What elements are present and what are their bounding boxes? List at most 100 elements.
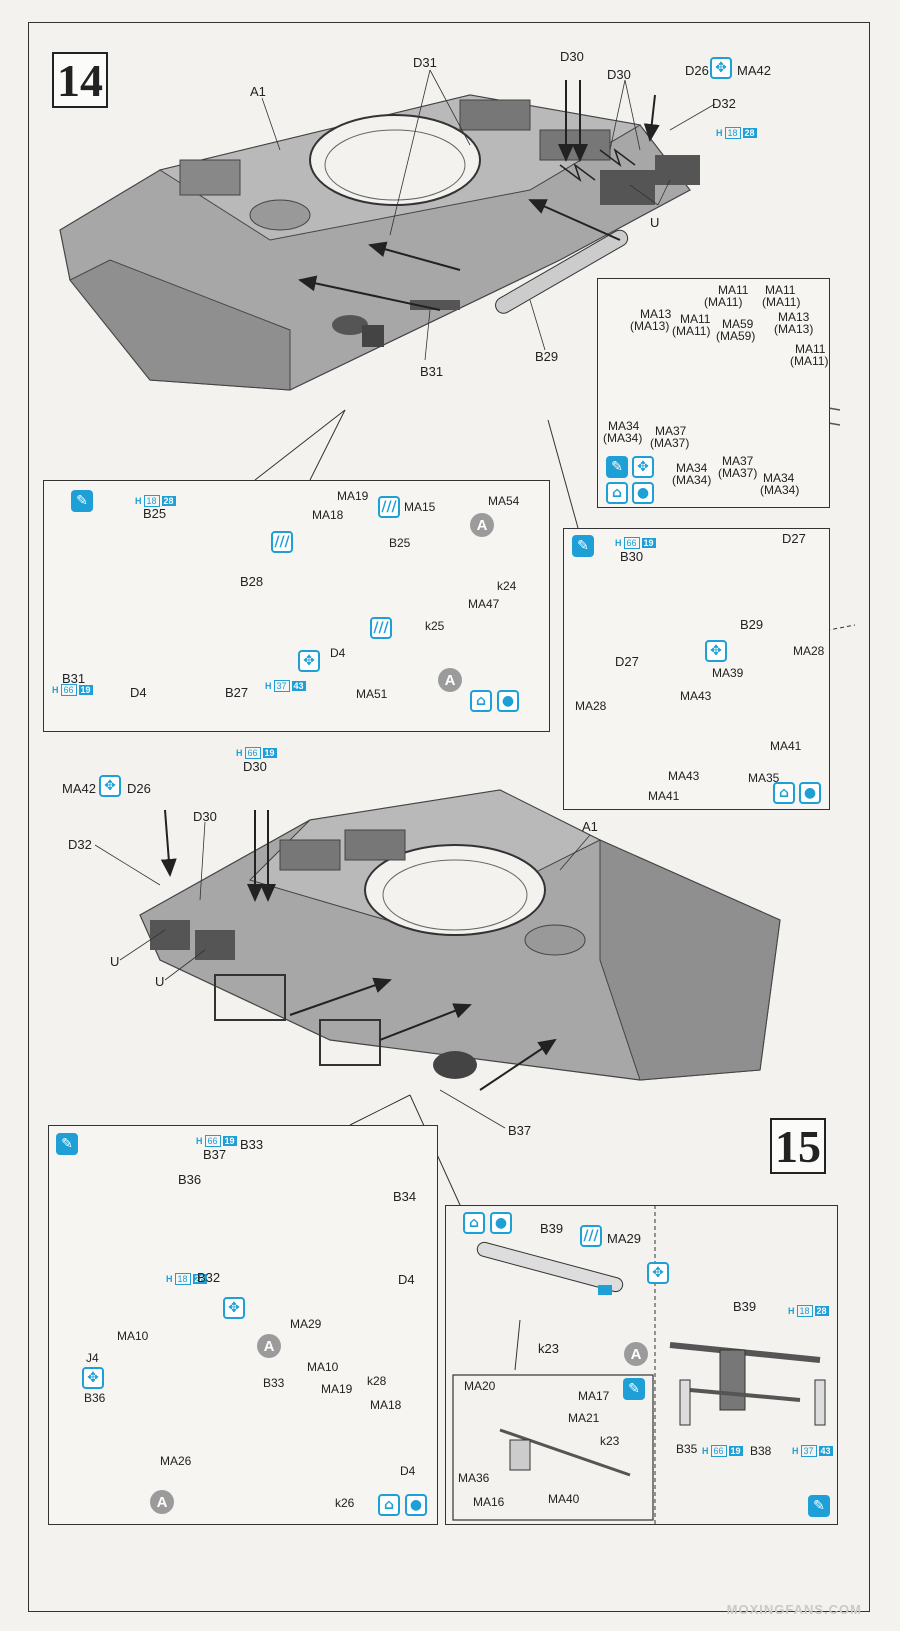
part-label: (MA11) [762,295,801,309]
alternative-parts-icon: ✥ [298,650,320,672]
part-label: J4 [86,1351,99,1365]
photo-etch-icon: /// [271,531,293,553]
part-label: (MA11) [704,295,743,309]
part-label: D30 [193,809,217,824]
part-label: B37 [508,1123,532,1138]
part-label: MA19 [337,489,369,503]
part-label: B27 [225,685,249,700]
part-label: MA28 [793,644,825,658]
alternative-parts-icon: ✥ [710,57,732,79]
part-label: k23 [600,1434,620,1448]
drop-icon: ● [799,782,821,804]
part-label: (MA37) [718,466,758,480]
weathering-icon: ⌂ [463,1212,485,1234]
watermark: MOXINGFANS.COM [726,1602,862,1617]
drop-icon: ● [490,1212,512,1234]
paint-brush-icon: ✎ [623,1378,645,1400]
part-label: MA35 [748,771,780,785]
part-label: MA13 [640,307,672,321]
reference-marker-a: A [624,1342,648,1366]
part-label: B30 [620,549,644,564]
drop-icon: ● [405,1494,427,1516]
weathering-icon: ⌂ [470,690,492,712]
reference-marker-a: A [438,668,462,692]
part-label: (MA37) [650,436,690,450]
part-label: MA41 [770,739,802,753]
part-label: B28 [240,574,264,589]
part-label: B25 [389,536,411,550]
part-label: B35 [676,1442,698,1456]
part-label: (MA34) [760,483,800,497]
part-label: D31 [413,55,437,70]
part-label: D27 [782,531,806,546]
part-label: MA34 [763,471,795,485]
part-label: B31 [420,364,444,379]
part-label: D27 [615,654,639,669]
part-label: (MA59) [716,329,756,343]
part-label: B29 [740,617,764,632]
weathering-icon: ⌂ [378,1494,400,1516]
drop-icon: ● [497,690,519,712]
part-label: MA43 [680,689,712,703]
part-label: MA10 [117,1329,149,1343]
alternative-parts-icon: ✥ [647,1262,669,1284]
part-label: U [110,954,120,969]
part-label: B39 [540,1221,564,1236]
part-label: A1 [582,819,598,834]
weathering-icon: ⌂ [606,482,628,504]
photo-etch-icon: /// [378,496,400,518]
part-label: (MA13) [630,319,670,333]
detail-panel-tool-rack [48,1125,438,1525]
part-label: k28 [367,1374,387,1388]
part-label: MA17 [578,1389,610,1403]
step-number-15: 15 [770,1118,826,1174]
part-label: MA47 [468,597,500,611]
part-label: k24 [497,579,517,593]
part-label: MA41 [648,789,680,803]
part-label: D32 [712,96,736,111]
part-label: k23 [538,1341,559,1356]
part-label: B37 [203,1147,227,1162]
part-label: MA43 [668,769,700,783]
part-label: MA39 [712,666,744,680]
part-label: B38 [750,1444,772,1458]
paint-brush-icon: ✎ [808,1495,830,1517]
part-label: B32 [197,1270,221,1285]
part-label: MA13 [778,310,810,324]
paint-brush-icon: ✎ [56,1133,78,1155]
part-label: B33 [263,1376,285,1390]
photo-etch-icon: /// [580,1225,602,1247]
part-label: MA18 [312,508,344,522]
part-label: (MA11) [790,354,829,368]
part-label: A1 [250,84,266,99]
part-label: D32 [68,837,92,852]
part-label: (MA13) [774,322,814,336]
page-frame [28,22,870,1612]
alternative-parts-icon: ✥ [632,456,654,478]
paint-brush-icon: ✎ [606,456,628,478]
part-label: U [155,974,165,989]
part-label: k26 [335,1496,355,1510]
part-label: B36 [84,1391,106,1405]
part-label: MA28 [575,699,607,713]
part-label: (MA34) [603,431,643,445]
step-number-14: 14 [52,52,108,108]
part-label: MA34 [608,419,640,433]
part-label: B29 [535,349,559,364]
part-label: B25 [143,506,167,521]
alternative-parts-icon: ✥ [99,775,121,797]
part-label: MA11 [680,312,711,326]
alternative-parts-icon: ✥ [82,1367,104,1389]
detail-panel-rod [445,1205,838,1525]
part-label: MA54 [488,494,520,508]
